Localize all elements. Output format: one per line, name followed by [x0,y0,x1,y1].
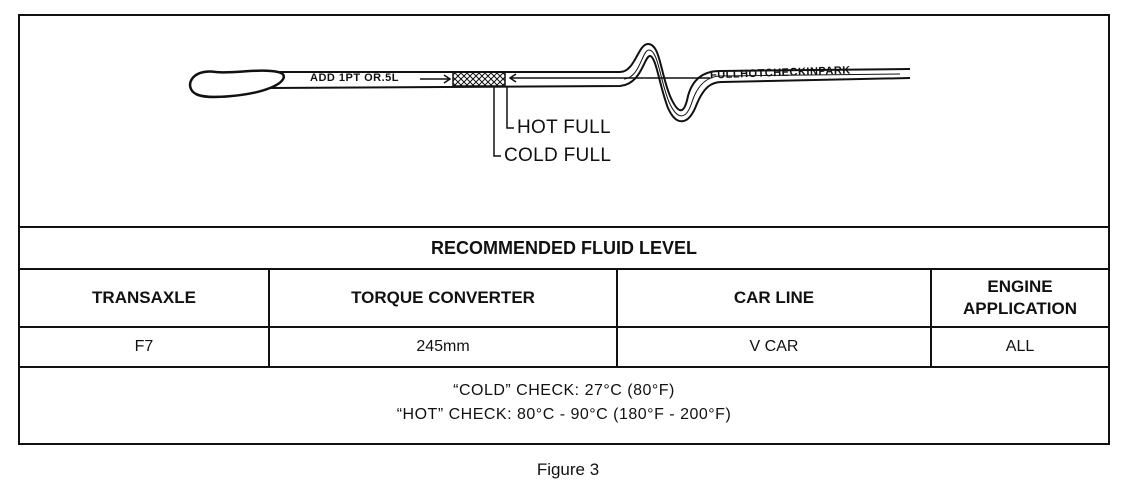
hot-full-leader [506,86,514,129]
add-arrow [420,74,452,84]
value-torque-converter: 245mm [268,326,618,368]
figure-caption: Figure 3 [536,460,600,479]
table-title-row: RECOMMENDED FLUID LEVEL [20,226,1108,270]
full-arrow [508,73,710,83]
check-notes: “COLD” CHECK: 27°C (80°F) “HOT” CHECK: 8… [20,366,1108,438]
cold-check-note: “COLD” CHECK: 27°C (80°F) [453,382,675,399]
dipstick-drawing [188,42,911,157]
hot-check-note: “HOT” CHECK: 80°C - 90°C (180°F - 200°F) [396,406,732,423]
dipstick-diagram: ADD 1PT OR.5L FULLHOTCHECKINPARK HOT FUL… [20,16,1108,226]
stick-add-text: ADD 1PT OR.5L [310,72,400,84]
dipstick-handle [188,69,286,99]
header-car-line: CAR LINE [616,268,932,328]
table-note-row: “COLD” CHECK: 27°C (80°F) “HOT” CHECK: 8… [20,366,1108,438]
table-header-row: TRANSAXLE TORQUE CONVERTER CAR LINE ENGI… [20,268,1108,328]
fluid-level-table: RECOMMENDED FLUID LEVEL TRANSAXLE TORQUE… [20,226,1108,438]
cold-full-label: COLD FULL [504,145,612,166]
header-torque-converter: TORQUE CONVERTER [268,268,618,328]
header-engine-application: ENGINE APPLICATION [930,268,1108,328]
cold-full-leader [493,86,501,157]
header-transaxle: TRANSAXLE [20,268,270,328]
value-car-line: V CAR [616,326,932,368]
dipstick-shaft-bottom [269,54,911,123]
table-title: RECOMMENDED FLUID LEVEL [20,226,1108,270]
value-transaxle: F7 [20,326,270,368]
figure-frame: ADD 1PT OR.5L FULLHOTCHECKINPARK HOT FUL… [18,14,1110,445]
crosshatch-zone [452,71,506,87]
hot-full-label: HOT FULL [517,117,611,138]
value-engine-application: ALL [930,326,1108,368]
dipstick-shaft-top [278,42,911,112]
table-value-row: F7 245mm V CAR ALL [20,326,1108,368]
